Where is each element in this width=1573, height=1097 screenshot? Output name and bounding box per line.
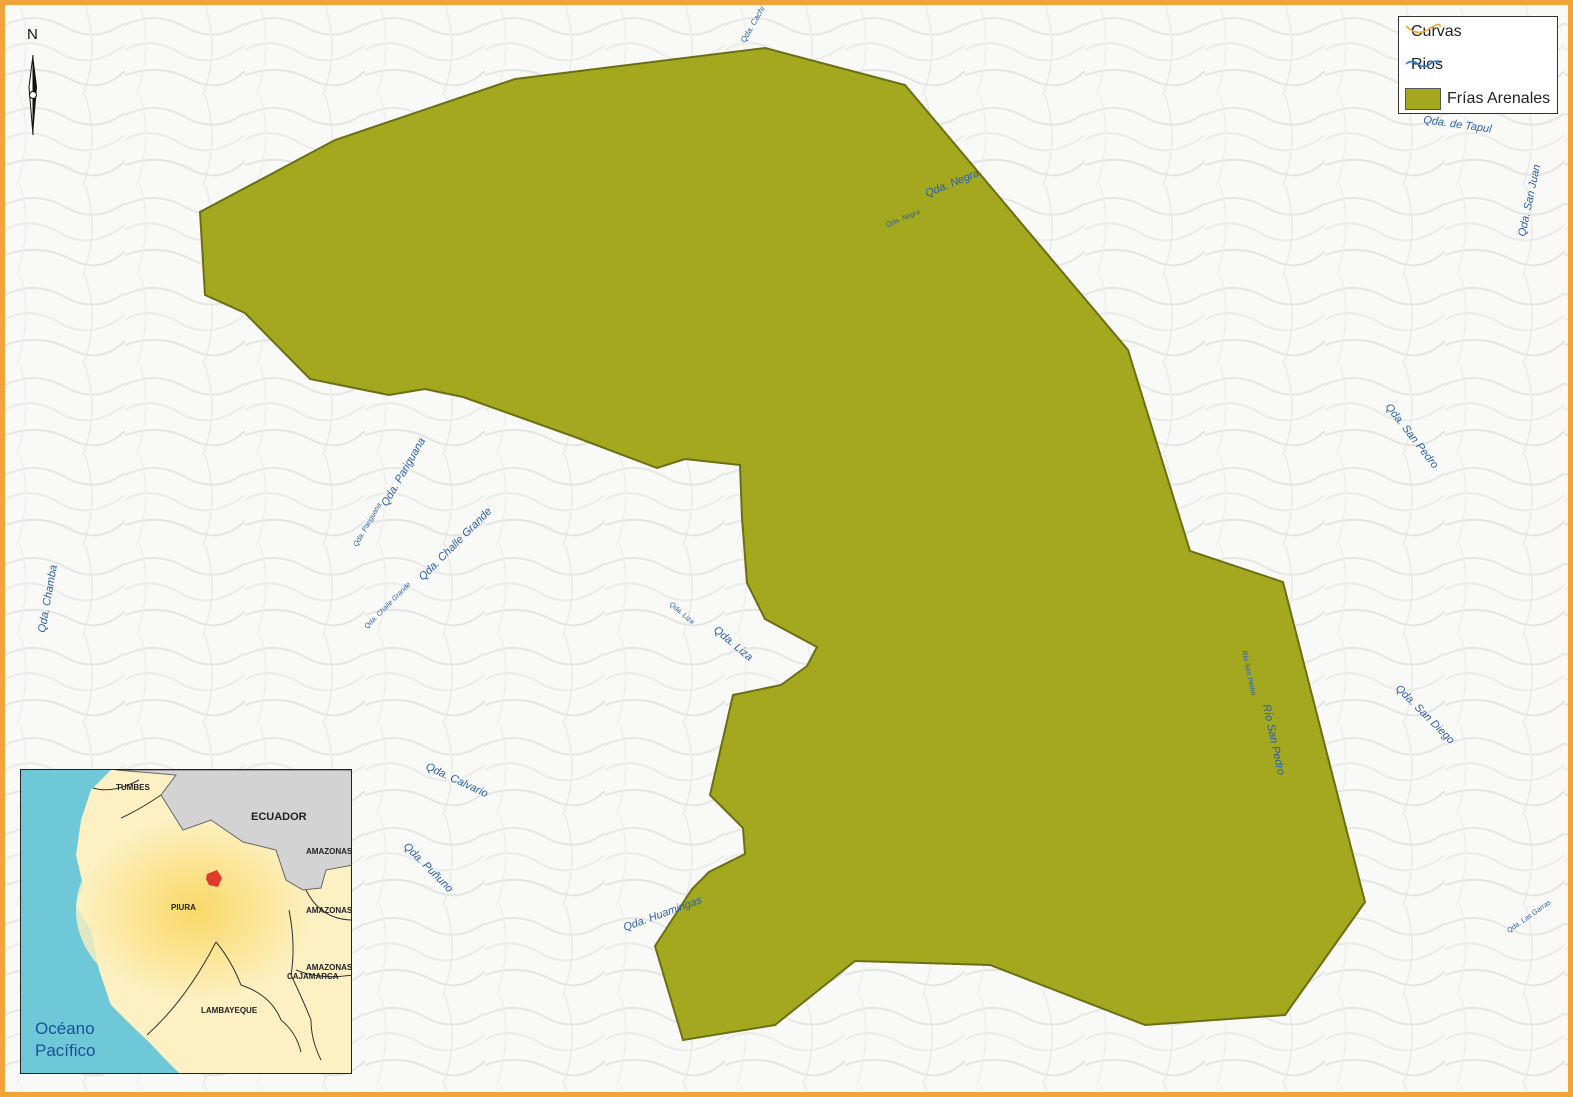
inset-label-piura: PIURA (171, 903, 196, 912)
north-arrow: N (23, 25, 49, 145)
legend-item-rios: Rios (1405, 56, 1443, 74)
inset-label-amazonas: AMAZONAS (306, 963, 352, 972)
inset-ocean-label: Océano (35, 1019, 95, 1038)
inset-ocean-label: Pacífico (35, 1041, 95, 1060)
inset-label-amazonas: AMAZONAS (306, 847, 352, 856)
frias-arenales-area[interactable] (198, 46, 1367, 1042)
inset-label-ecuador: ECUADOR (251, 811, 307, 823)
inset-label-amazonas: AMAZONAS (306, 906, 352, 915)
inset-label-lambayeque: LAMBAYEQUE (201, 1006, 258, 1015)
legend-item-curvas: Curvas (1405, 23, 1462, 41)
inset-label-tumbes: TUMBES (116, 783, 150, 792)
north-label: N (27, 26, 38, 43)
basemap: Qda. Cachi Qda. Negra Qda. Negra Qda. de… (5, 5, 1568, 1092)
legend-label: Curvas (1411, 23, 1462, 40)
location-inset-map: TUMBES ECUADOR AMAZONAS AMAZONAS AMAZONA… (20, 769, 352, 1074)
legend-item-frias-arenales: Frías Arenales (1405, 88, 1550, 110)
area-swatch (1405, 88, 1441, 110)
legend: Curvas Rios Frías Arenales (1398, 16, 1558, 114)
river-line-icon (1405, 60, 1441, 68)
pacific-ocean (21, 770, 179, 1073)
contour-line-icon (1405, 23, 1441, 34)
legend-label: Rios (1411, 56, 1444, 73)
study-area-marker (206, 870, 222, 887)
ecuador-area (115, 770, 351, 891)
inset-label-cajamarca: CAJAMARCA (287, 972, 339, 981)
legend-label: Frías Arenales (1447, 90, 1551, 107)
